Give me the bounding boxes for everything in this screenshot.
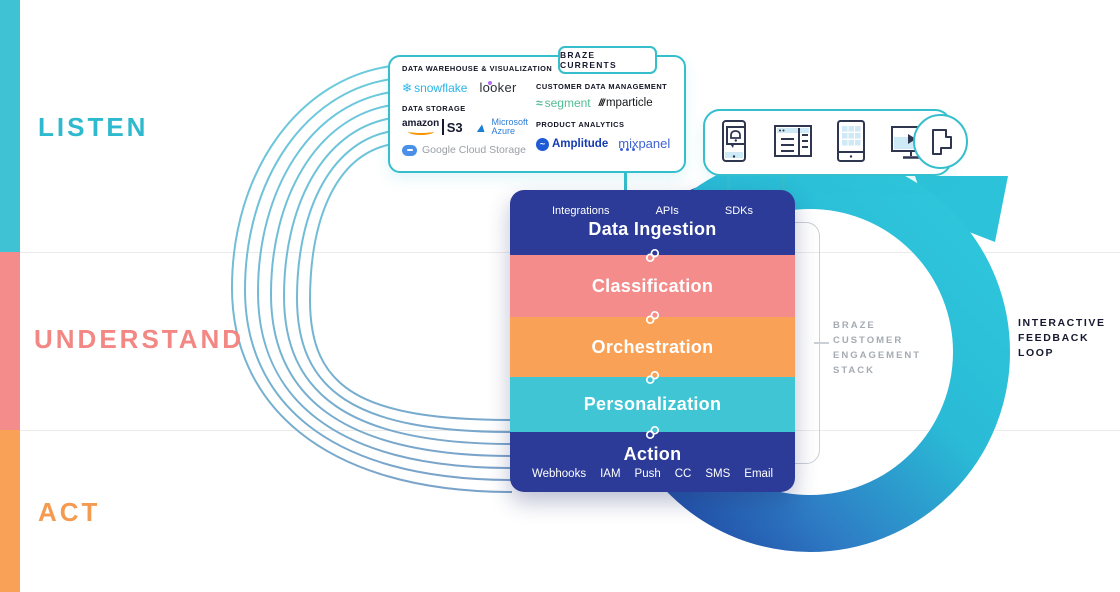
amazon-smile-icon [407,128,434,135]
currents-to-stack-connector [624,168,627,192]
snowflake-icon: ❄ [402,80,413,95]
microsoft-label: Microsoft [491,117,529,127]
customer-data-title: CUSTOMER DATA MANAGEMENT [536,82,668,91]
segment-logo: ≈ segment [536,96,591,110]
data-storage-title: DATA STORAGE [402,104,466,113]
phase-understand: UNDERSTAND [34,324,245,354]
google-cloud-label: Google Cloud Storage [422,144,526,156]
rail-listen [0,0,20,252]
mixpanel-dots-icon [620,148,636,151]
tag-email: Email [744,468,774,480]
mixpanel-logo: mixpanel [618,135,670,153]
action-tags: Webhooks IAM Push CC SMS Email [532,468,773,480]
layer-title-action: Action [623,444,682,464]
braze-logo-circle [913,114,968,169]
tag-sms: SMS [705,468,731,480]
tag-cc: CC [674,468,692,480]
azure-logo: ▲ Microsoft Azure [473,117,529,136]
tag-sdks: SDKs [724,205,753,217]
mparticle-label: mparticle [605,97,653,109]
engagement-stack-line2: CUSTOMER [833,335,904,346]
mparticle-logo: /// mparticle [599,97,653,109]
tablet-apps-icon [837,120,865,162]
link-icon-1 [645,248,660,263]
link-icon-3 [645,370,660,385]
rail-act [0,430,20,592]
feedback-loop-line3: LOOP [1018,347,1055,359]
layer-classification: Classification [510,255,795,317]
layer-title-data-ingestion: Data Ingestion [588,219,717,239]
braze-currents-tag: BRAZE CURRENTS [558,46,657,74]
azure-triangle-icon: ▲ [473,119,489,135]
segment-label: segment [544,96,591,110]
engagement-stack: Integrations APIs SDKs Data Ingestion Cl… [510,190,795,492]
s3-label: S3 [446,119,463,135]
feedback-loop-line1: INTERACTIVE [1018,317,1106,329]
looker-dot-icon [488,81,493,85]
mparticle-icon: /// [598,97,605,109]
tag-push: Push [634,468,661,480]
customer-data-section: CUSTOMER DATA MANAGEMENT ≈ segment /// m… [536,82,676,153]
google-cloud-logo: Google Cloud Storage [402,144,532,156]
amazon-label: amazon [402,118,440,129]
tag-iam: IAM [600,468,621,480]
braze-currents-box [388,55,686,173]
engagement-stack-line4: STACK [833,365,876,376]
web-browser-icon [774,125,812,157]
mixpanel-label: mixpanel [618,136,671,151]
engagement-stack-line3: ENGAGEMENT [833,350,922,361]
product-analytics-title: PRODUCT ANALYTICS [536,120,625,129]
ingestion-tags: Integrations APIs SDKs [510,205,795,217]
s3-divider [442,119,444,135]
phase-listen: LISTEN [38,112,149,142]
devices-to-stack-connector-2 [782,171,785,192]
amplitude-icon: ~ [536,137,549,151]
layer-data-ingestion: Integrations APIs SDKs Data Ingestion [510,190,795,255]
engagement-stack-label: BRAZE CUSTOMER ENGAGEMENT STACK [833,318,921,378]
looker-logo: looker [479,80,516,95]
amplitude-logo: ~ Amplitude [536,137,609,151]
layer-orchestration: Orchestration [510,317,795,377]
layer-title-personalization: Personalization [583,394,722,414]
layer-action: Action Webhooks IAM Push CC SMS Email [510,432,795,492]
data-warehouse-title: DATA WAREHOUSE & VISUALIZATION [402,64,553,73]
amplitude-label: Amplitude [552,138,609,150]
channel-icons-row [716,118,933,164]
amazon-s3-logo: amazon S3 [402,119,463,135]
google-cloud-icon [402,144,417,156]
rail-understand [0,252,20,430]
phase-act: ACT [38,497,101,527]
tag-integrations: Integrations [552,205,610,217]
layer-title-orchestration: Orchestration [591,336,714,357]
engagement-stack-line1: BRAZE [833,320,876,331]
mobile-push-icon [722,120,746,162]
snowflake-label: snowflake [414,80,468,95]
data-warehouse-section: DATA WAREHOUSE & VISUALIZATION ❄ snowfla… [402,64,553,156]
snowflake-logo: ❄ snowflake [402,81,467,95]
looker-label: looker [479,80,517,95]
listen-arcs [230,65,513,493]
segment-icon: ≈ [536,96,543,110]
engagement-stack-bracket [814,342,829,344]
layer-title-classification: Classification [591,275,714,296]
loop-top-right-band [915,176,1008,242]
tag-apis: APIs [655,205,679,217]
link-icon-2 [645,310,660,325]
feedback-loop-line2: FEEDBACK [1018,332,1090,344]
devices-to-stack-connector-1 [727,171,730,192]
layer-personalization: Personalization [510,377,795,432]
link-icon-4 [645,425,660,440]
azure-label: Azure [491,126,516,136]
braze-logo-icon [931,128,952,155]
tag-webhooks: Webhooks [531,468,587,480]
feedback-loop-label: INTERACTIVE FEEDBACK LOOP [1018,316,1106,361]
